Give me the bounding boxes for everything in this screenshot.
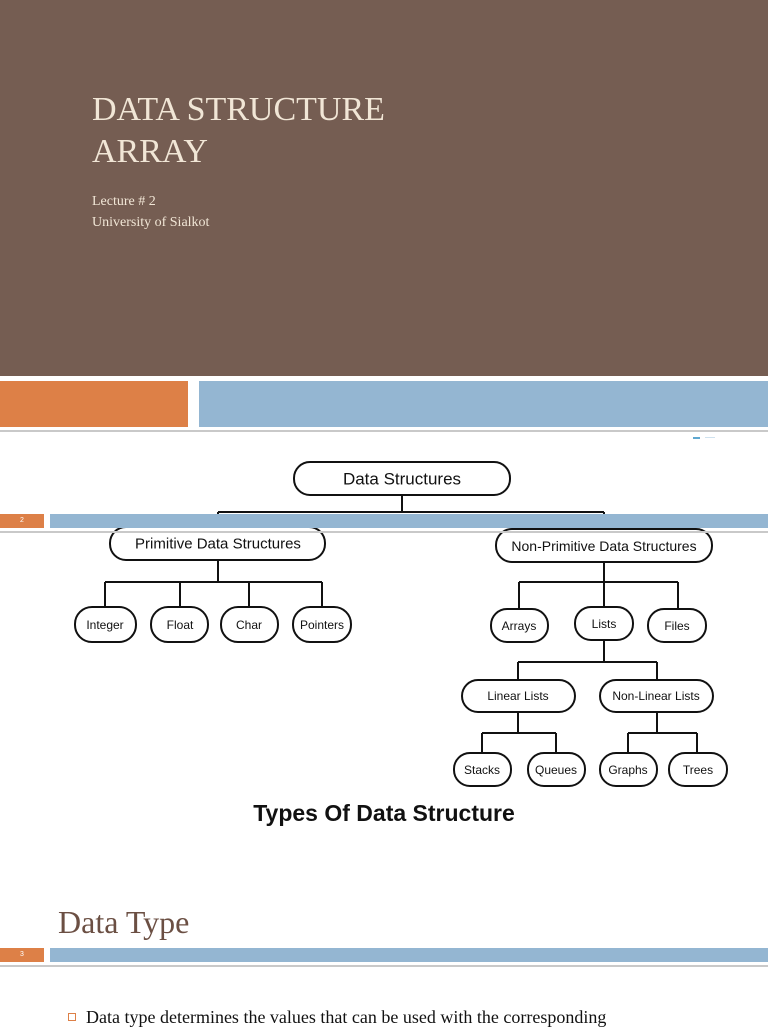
- node-arrays: [490, 608, 549, 643]
- node-files-label: Files: [664, 619, 689, 633]
- title-line-2: ARRAY: [92, 133, 208, 170]
- node-graphs: [599, 752, 658, 787]
- node-char: [220, 606, 279, 643]
- page-number: 3: [0, 948, 44, 962]
- node-pointers-label: Pointers: [300, 618, 344, 632]
- diagram-caption: Types Of Data Structure: [253, 800, 515, 826]
- divider: [0, 965, 768, 967]
- title-slide: [0, 0, 768, 376]
- node-root: [293, 461, 511, 496]
- node-graphs-label: Graphs: [608, 763, 647, 777]
- node-lists-label: Lists: [592, 617, 617, 631]
- node-non-linear-lists-label: Non-Linear Lists: [612, 689, 699, 703]
- slide-marker: [705, 437, 715, 438]
- divider: [0, 531, 768, 533]
- node-linear-lists: [461, 679, 576, 713]
- node-pointers: [292, 606, 352, 643]
- node-queues-label: Queues: [535, 763, 577, 777]
- page-number: 2: [0, 514, 44, 528]
- data-structures-diagram: Data Structures Primitive Data Structure…: [74, 461, 728, 787]
- accent-band-orange: [0, 381, 188, 427]
- header-bar: [50, 948, 768, 962]
- node-queues: [527, 752, 586, 787]
- node-trees-label: Trees: [683, 763, 713, 777]
- header-bar: [50, 514, 768, 528]
- node-char-label: Char: [236, 618, 262, 632]
- node-root-label: Data Structures: [343, 470, 461, 489]
- node-float: [150, 606, 209, 643]
- node-lists: [574, 606, 634, 641]
- node-integer-label: Integer: [86, 618, 123, 632]
- bullet-text: Data type determines the values that can…: [86, 1007, 607, 1027]
- node-trees: [668, 752, 728, 787]
- slide-heading: Data Type: [58, 904, 190, 940]
- university-label: University of Sialkot: [92, 215, 210, 230]
- lecture-label: Lecture # 2: [92, 194, 156, 209]
- title-line-1: DATA STRUCTURE: [92, 91, 385, 128]
- node-linear-lists-label: Linear Lists: [487, 689, 548, 703]
- diagram-connectors: [104, 495, 698, 753]
- node-primitive-label: Primitive Data Structures: [135, 536, 301, 553]
- node-files: [647, 608, 707, 643]
- node-non-linear-lists: [599, 679, 714, 713]
- accent-band-blue: [199, 381, 768, 427]
- slide-marker: [693, 437, 700, 439]
- node-stacks-label: Stacks: [464, 763, 500, 777]
- bullet-square-icon: [68, 1013, 76, 1021]
- node-arrays-label: Arrays: [502, 619, 537, 633]
- node-non-primitive: [495, 528, 713, 563]
- node-float-label: Float: [167, 618, 194, 632]
- node-stacks: [453, 752, 512, 787]
- node-non-primitive-label: Non-Primitive Data Structures: [511, 538, 696, 554]
- divider: [0, 430, 768, 432]
- node-integer: [74, 606, 137, 643]
